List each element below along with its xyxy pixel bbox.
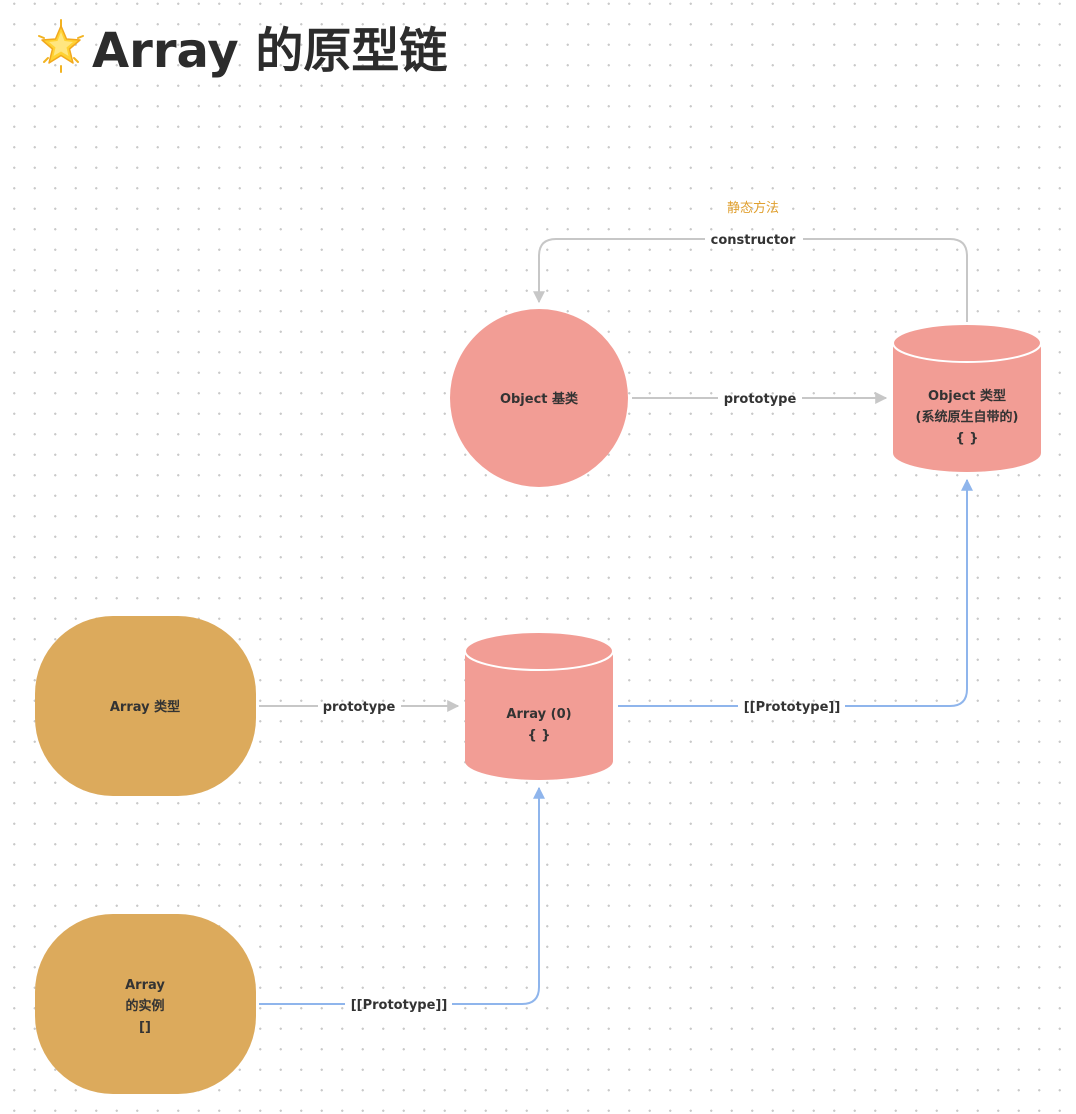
- page-title: Array 的原型链: [36, 14, 448, 79]
- node-object-prototype-line-3: { }: [955, 431, 978, 446]
- edge-array-proto-chain: [[Prototype]]: [618, 480, 967, 715]
- node-array-prototype-line-2: { }: [527, 728, 550, 743]
- node-array-instance-line-3: []: [139, 1020, 151, 1035]
- node-array-prototype: Array (0) { }: [464, 631, 614, 780]
- node-array-type: Array 类型: [35, 616, 256, 796]
- node-object-base: Object 基类: [450, 309, 628, 487]
- node-array-prototype-line-1: Array (0): [506, 707, 571, 722]
- node-object-prototype-line-1: Object 类型: [928, 388, 1006, 404]
- edge-label-array-proto-chain: [[Prototype]]: [744, 700, 841, 715]
- node-array-instance: Array 的实例 []: [35, 914, 256, 1094]
- node-array-instance-line-1: Array: [125, 978, 165, 993]
- title-text: Array 的原型链: [92, 23, 448, 79]
- edge-instance-proto-chain: [[Prototype]]: [259, 788, 539, 1013]
- node-array-type-label: Array 类型: [110, 699, 180, 715]
- edge-label-constructor: constructor: [711, 233, 796, 248]
- edge-constructor: constructor 静态方法: [539, 200, 968, 322]
- node-object-base-label: Object 基类: [500, 391, 579, 407]
- edge-label-array-prototype: prototype: [323, 700, 396, 715]
- node-object-prototype: Object 类型 (系统原生自带的) { }: [892, 323, 1042, 472]
- edge-array-prototype: prototype: [259, 700, 458, 715]
- node-object-prototype-line-2: (系统原生自带的): [916, 409, 1019, 425]
- edge-annotation-static-method: 静态方法: [727, 200, 779, 216]
- edge-label-object-prototype: prototype: [724, 392, 797, 407]
- edge-object-prototype: prototype: [632, 392, 886, 407]
- edge-label-instance-proto-chain: [[Prototype]]: [351, 998, 448, 1013]
- node-array-instance-line-2: 的实例: [125, 998, 164, 1014]
- glowing-star-icon: [38, 19, 84, 73]
